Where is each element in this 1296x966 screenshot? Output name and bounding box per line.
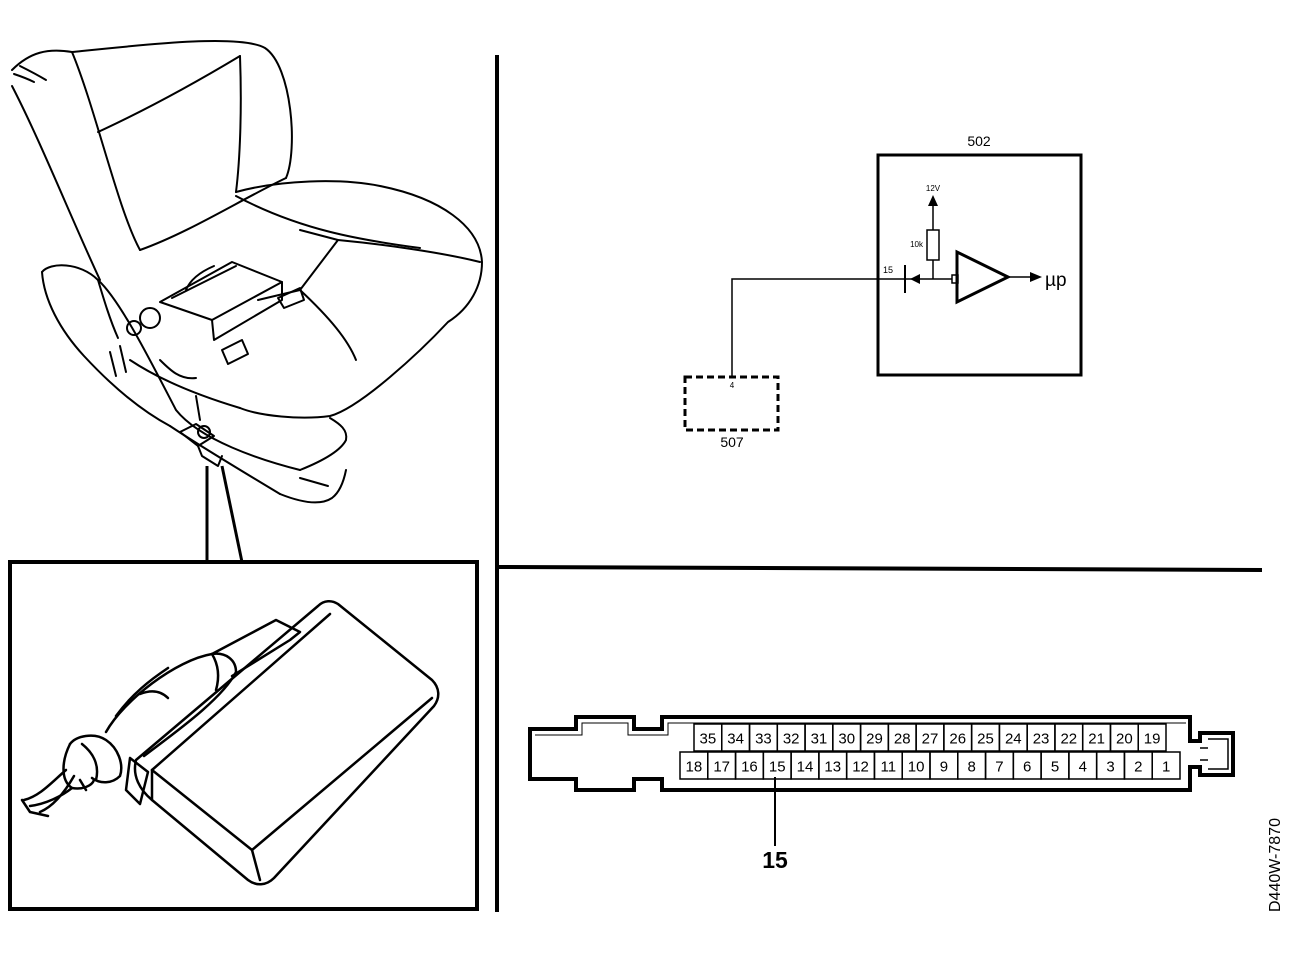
- pin-cell-21: 21: [1081, 723, 1112, 752]
- pin-label: 10: [908, 759, 925, 776]
- supply-arrow-icon: [928, 195, 938, 206]
- pin-15-label: 15: [883, 265, 893, 275]
- pin-label: 6: [1023, 759, 1031, 776]
- pin-cell-24: 24: [998, 723, 1028, 752]
- pin-label: 30: [838, 731, 855, 748]
- pin-cell-18: 18: [679, 751, 709, 780]
- pin-cell-1: 1: [1151, 751, 1181, 780]
- pin-cell-25: 25: [970, 723, 1001, 752]
- pin-label: 25: [977, 731, 994, 748]
- pin-label: 35: [700, 731, 717, 748]
- pin-cell-4: 4: [1068, 751, 1098, 780]
- pin-label: 28: [894, 731, 911, 748]
- pin-cell-28: 28: [887, 723, 917, 752]
- pin-label: 5: [1051, 759, 1059, 776]
- pin-cell-11: 11: [873, 751, 903, 780]
- pin-label: 33: [755, 731, 772, 748]
- pin-cell-23: 23: [1026, 723, 1056, 752]
- pin-label: 15: [769, 759, 786, 776]
- inset-frame: [8, 560, 479, 911]
- pin-cell-32: 32: [776, 723, 806, 752]
- pin-cell-16: 16: [734, 751, 765, 780]
- figure-code: D440W-7870: [1267, 818, 1284, 912]
- pin-label: 9: [940, 759, 948, 776]
- schematic: 502 507 4 15 12V 10k µp: [683, 133, 1083, 450]
- output-up-label: µp: [1045, 270, 1067, 291]
- pin-label: 32: [783, 731, 800, 748]
- pin-cell-3: 3: [1095, 751, 1126, 780]
- pin-label: 14: [797, 759, 814, 776]
- output-arrow-icon: [1030, 272, 1042, 282]
- pin-label: 1: [1162, 759, 1170, 776]
- pin-label: 4: [1079, 759, 1087, 776]
- pin-label: 7: [995, 759, 1003, 776]
- pin-cell-13: 13: [818, 751, 848, 780]
- pin-cell-20: 20: [1109, 723, 1139, 752]
- pin-cell-8: 8: [957, 751, 987, 780]
- pin-label: 26: [949, 731, 966, 748]
- pin-cell-14: 14: [790, 751, 820, 780]
- pin-cell-9: 9: [929, 751, 959, 780]
- module-connector-illustration: [20, 600, 440, 886]
- pin-cell-29: 29: [859, 723, 890, 752]
- pin-cell-7: 7: [984, 751, 1015, 780]
- pin-cell-34: 34: [721, 723, 751, 752]
- connector-body: [528, 715, 1235, 792]
- pin-label: 8: [967, 759, 975, 776]
- pin-label: 24: [1005, 731, 1022, 748]
- module-507-label: 507: [720, 434, 744, 450]
- pin-label: 27: [922, 731, 939, 748]
- pin-label: 23: [1033, 731, 1050, 748]
- pin-label: 19: [1144, 731, 1161, 748]
- pin-label: 31: [811, 731, 828, 748]
- pin-label: 2: [1134, 759, 1142, 776]
- pin-label: 12: [852, 759, 869, 776]
- pin-cell-6: 6: [1012, 751, 1042, 780]
- pin-cell-15: 15: [762, 751, 792, 780]
- signal-wire: [731, 278, 905, 377]
- pin-cell-22: 22: [1054, 723, 1084, 752]
- pin-label: 22: [1060, 731, 1077, 748]
- module-502-label: 502: [967, 133, 991, 149]
- inset-leader-lines: [205, 465, 244, 563]
- pin-label: 29: [866, 731, 883, 748]
- pin-label: 20: [1116, 731, 1133, 748]
- pin-cell-27: 27: [915, 723, 945, 752]
- pin-label: 34: [727, 731, 744, 748]
- pin-label: 17: [713, 759, 730, 776]
- pin-cell-12: 12: [845, 751, 876, 780]
- pin-label: 18: [686, 759, 703, 776]
- pin-label: 3: [1106, 759, 1114, 776]
- resistor-10k: [926, 229, 940, 261]
- pin-15-callout-label: 15: [762, 847, 788, 873]
- module-502-box: [876, 153, 1083, 377]
- pin-cell-33: 33: [748, 723, 779, 752]
- supply-12v-label: 12V: [926, 184, 941, 193]
- pin-cell-31: 31: [804, 723, 834, 752]
- pin-label: 21: [1088, 731, 1105, 748]
- panel-dividers: [495, 55, 1263, 912]
- pin-cell-30: 30: [832, 723, 862, 752]
- seat-illustration: [11, 40, 483, 504]
- pin-4-label: 4: [730, 381, 735, 390]
- comparator-triangle: [955, 249, 1012, 305]
- pin-label: 11: [881, 759, 897, 776]
- pin-cell-5: 5: [1040, 751, 1070, 780]
- pin-cell-35: 35: [693, 723, 723, 752]
- pin-cell-17: 17: [707, 751, 737, 780]
- pin-cell-19: 19: [1137, 723, 1167, 752]
- pin-cell-10: 10: [901, 751, 931, 780]
- pin-cell-2: 2: [1123, 751, 1153, 780]
- pin-label: 16: [741, 759, 758, 776]
- pin-cell-26: 26: [943, 723, 973, 752]
- input-arrow-icon: [910, 274, 920, 284]
- pin-label: 13: [824, 759, 841, 776]
- resistor-10k-label: 10k: [910, 240, 924, 249]
